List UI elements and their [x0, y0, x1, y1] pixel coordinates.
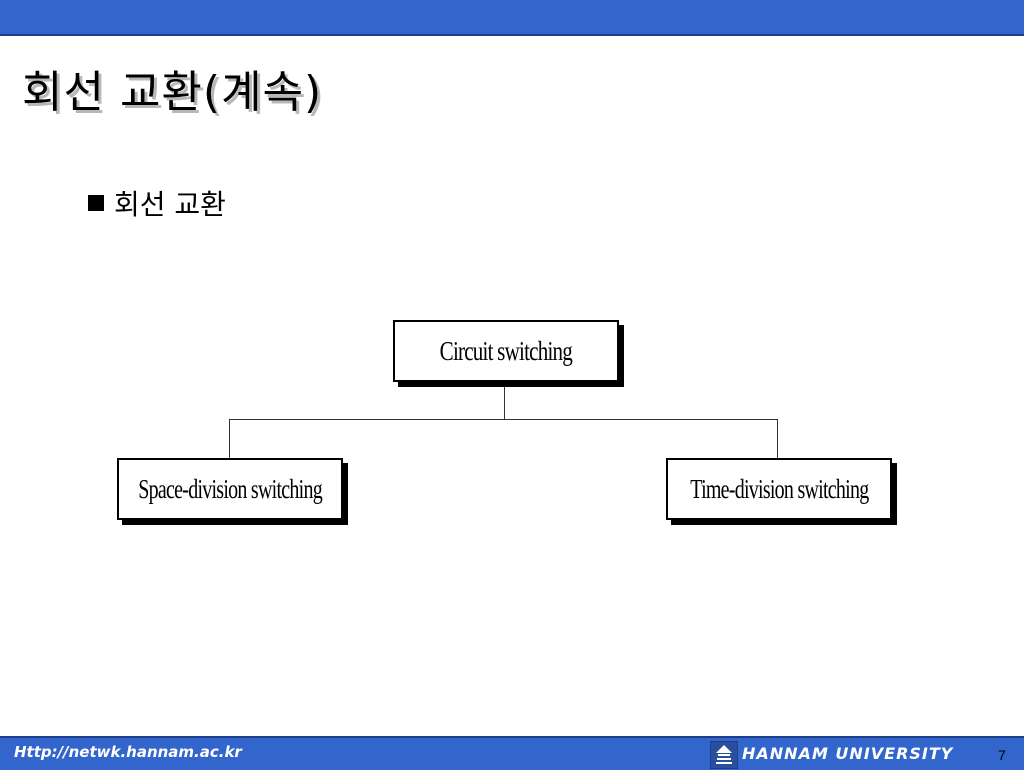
header-bar: [0, 0, 1024, 36]
university-logo-icon: [710, 741, 738, 769]
connector-root-down: [504, 382, 505, 419]
space-division-label: Space-division switching: [138, 473, 322, 504]
connector-left-down: [229, 419, 230, 458]
university-name: HANNAM UNIVERSITY: [742, 744, 954, 763]
connector-horizontal: [229, 419, 778, 420]
footer-bar: Http://netwk.hannam.ac.kr HANNAM UNIVERS…: [0, 736, 1024, 770]
page-number: 7: [998, 747, 1006, 763]
time-division-box: Time-division switching: [666, 458, 892, 520]
circuit-switching-label: Circuit switching: [439, 335, 573, 366]
footer-url-link[interactable]: Http://netwk.hannam.ac.kr: [14, 743, 242, 761]
circuit-switching-box: Circuit switching: [393, 320, 619, 382]
bullet-square-icon: [88, 195, 104, 211]
space-division-box: Space-division switching: [117, 458, 343, 520]
bullet-text: 회선 교환: [114, 188, 226, 221]
bullet-item: 회선 교환: [88, 183, 226, 223]
time-division-label: Time-division switching: [689, 473, 869, 504]
slide-title: 회선 교환(계속): [22, 67, 323, 118]
connector-right-down: [777, 419, 778, 458]
